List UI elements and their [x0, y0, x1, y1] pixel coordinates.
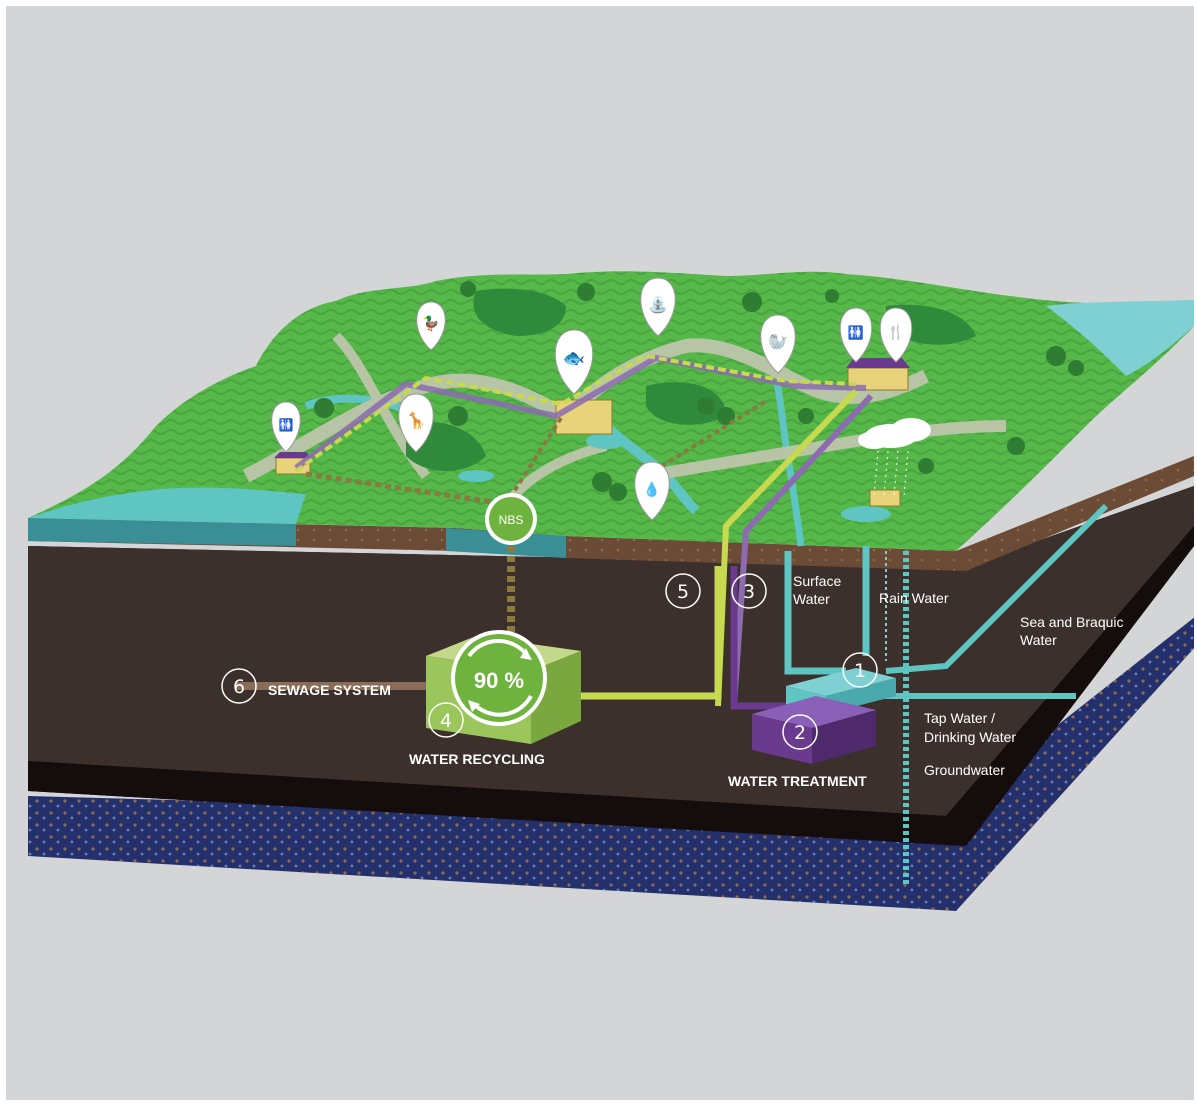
ducks-icon: 🦆	[422, 315, 439, 332]
pin-seal: 🦭	[760, 314, 796, 374]
step-4: 4	[428, 702, 464, 738]
svg-text:1: 1	[854, 660, 866, 682]
svg-text:5: 5	[677, 581, 689, 603]
map-pins: 🦆 🐟 ⛲ 🦭 🚻 🍴 🚻 🦒	[271, 277, 913, 521]
surface-pipes	[294, 353, 874, 707]
tap-water-label-2: Drinking Water	[924, 729, 1016, 745]
tap-water-label-1: Tap Water /	[924, 710, 995, 726]
pin-restaurant: 🍴	[879, 307, 913, 363]
water-recycling-label: WATER RECYCLING	[409, 751, 545, 767]
surface-water-label-1: Surface	[793, 573, 841, 589]
step-markers: 5 3 1 2 4 6	[221, 573, 878, 750]
terrain-edge	[28, 456, 1194, 571]
restroom-icon: 🚻	[279, 418, 294, 432]
step-1: 1	[842, 652, 878, 688]
pin-ducks: 🦆	[416, 301, 446, 351]
water-treatment-unit	[752, 668, 896, 764]
svg-text:2: 2	[794, 722, 806, 744]
svg-text:3: 3	[743, 581, 755, 603]
nbs-label: NBS	[499, 513, 524, 527]
restaurant-icon: 🍴	[887, 324, 904, 341]
trees	[314, 281, 1084, 501]
recycling-percent-badge: 90 %	[451, 630, 547, 726]
nbs-badge: NBS	[485, 493, 537, 545]
fish-icon: 🐟	[563, 348, 585, 368]
svg-text:6: 6	[233, 676, 245, 698]
groundwater-label: Groundwater	[924, 762, 1005, 778]
fountain-icon: ⛲	[648, 295, 668, 314]
pin-fountain: ⛲	[640, 277, 676, 337]
surface-water-label-2: Water	[793, 591, 830, 607]
rain-cloud-icon	[858, 418, 931, 497]
pin-water-drops: 💧	[634, 461, 670, 521]
giraffe-icon: 🦒	[406, 411, 426, 430]
seal-icon: 🦭	[768, 333, 788, 351]
step-5: 5	[665, 573, 701, 609]
pin-fish: 🐟	[554, 329, 594, 395]
water-drops-icon: 💧	[643, 481, 660, 498]
diagram-canvas: 90 % NBS 🦆 🐟 ⛲ 🦭 🚻 🍴	[6, 6, 1194, 1100]
underground-pipes	[236, 503, 1109, 886]
water-cycle-diagram: 90 % NBS 🦆 🐟 ⛲ 🦭 🚻 🍴	[28, 271, 1194, 911]
pin-restroom-right: 🚻	[839, 307, 873, 363]
step-2: 2	[782, 714, 818, 750]
sea-water-label-2: Water	[1020, 632, 1057, 648]
pin-giraffe: 🦒	[398, 393, 434, 453]
text-labels: Surface Water Rain Water Sea and Braquic…	[268, 573, 1124, 789]
rain-water-label: Rain Water	[879, 590, 949, 606]
sea-water-label-1: Sea and Braquic	[1020, 614, 1124, 630]
svg-text:4: 4	[440, 710, 452, 732]
water-treatment-label: WATER TREATMENT	[728, 773, 867, 789]
sewage-system-label: SEWAGE SYSTEM	[268, 682, 391, 698]
buildings	[274, 358, 910, 507]
pin-restroom-left: 🚻	[271, 401, 301, 453]
step-6: 6	[221, 668, 257, 704]
step-3: 3	[731, 573, 767, 609]
percent-label: 90 %	[474, 668, 524, 693]
restroom-icon: 🚻	[848, 325, 864, 340]
